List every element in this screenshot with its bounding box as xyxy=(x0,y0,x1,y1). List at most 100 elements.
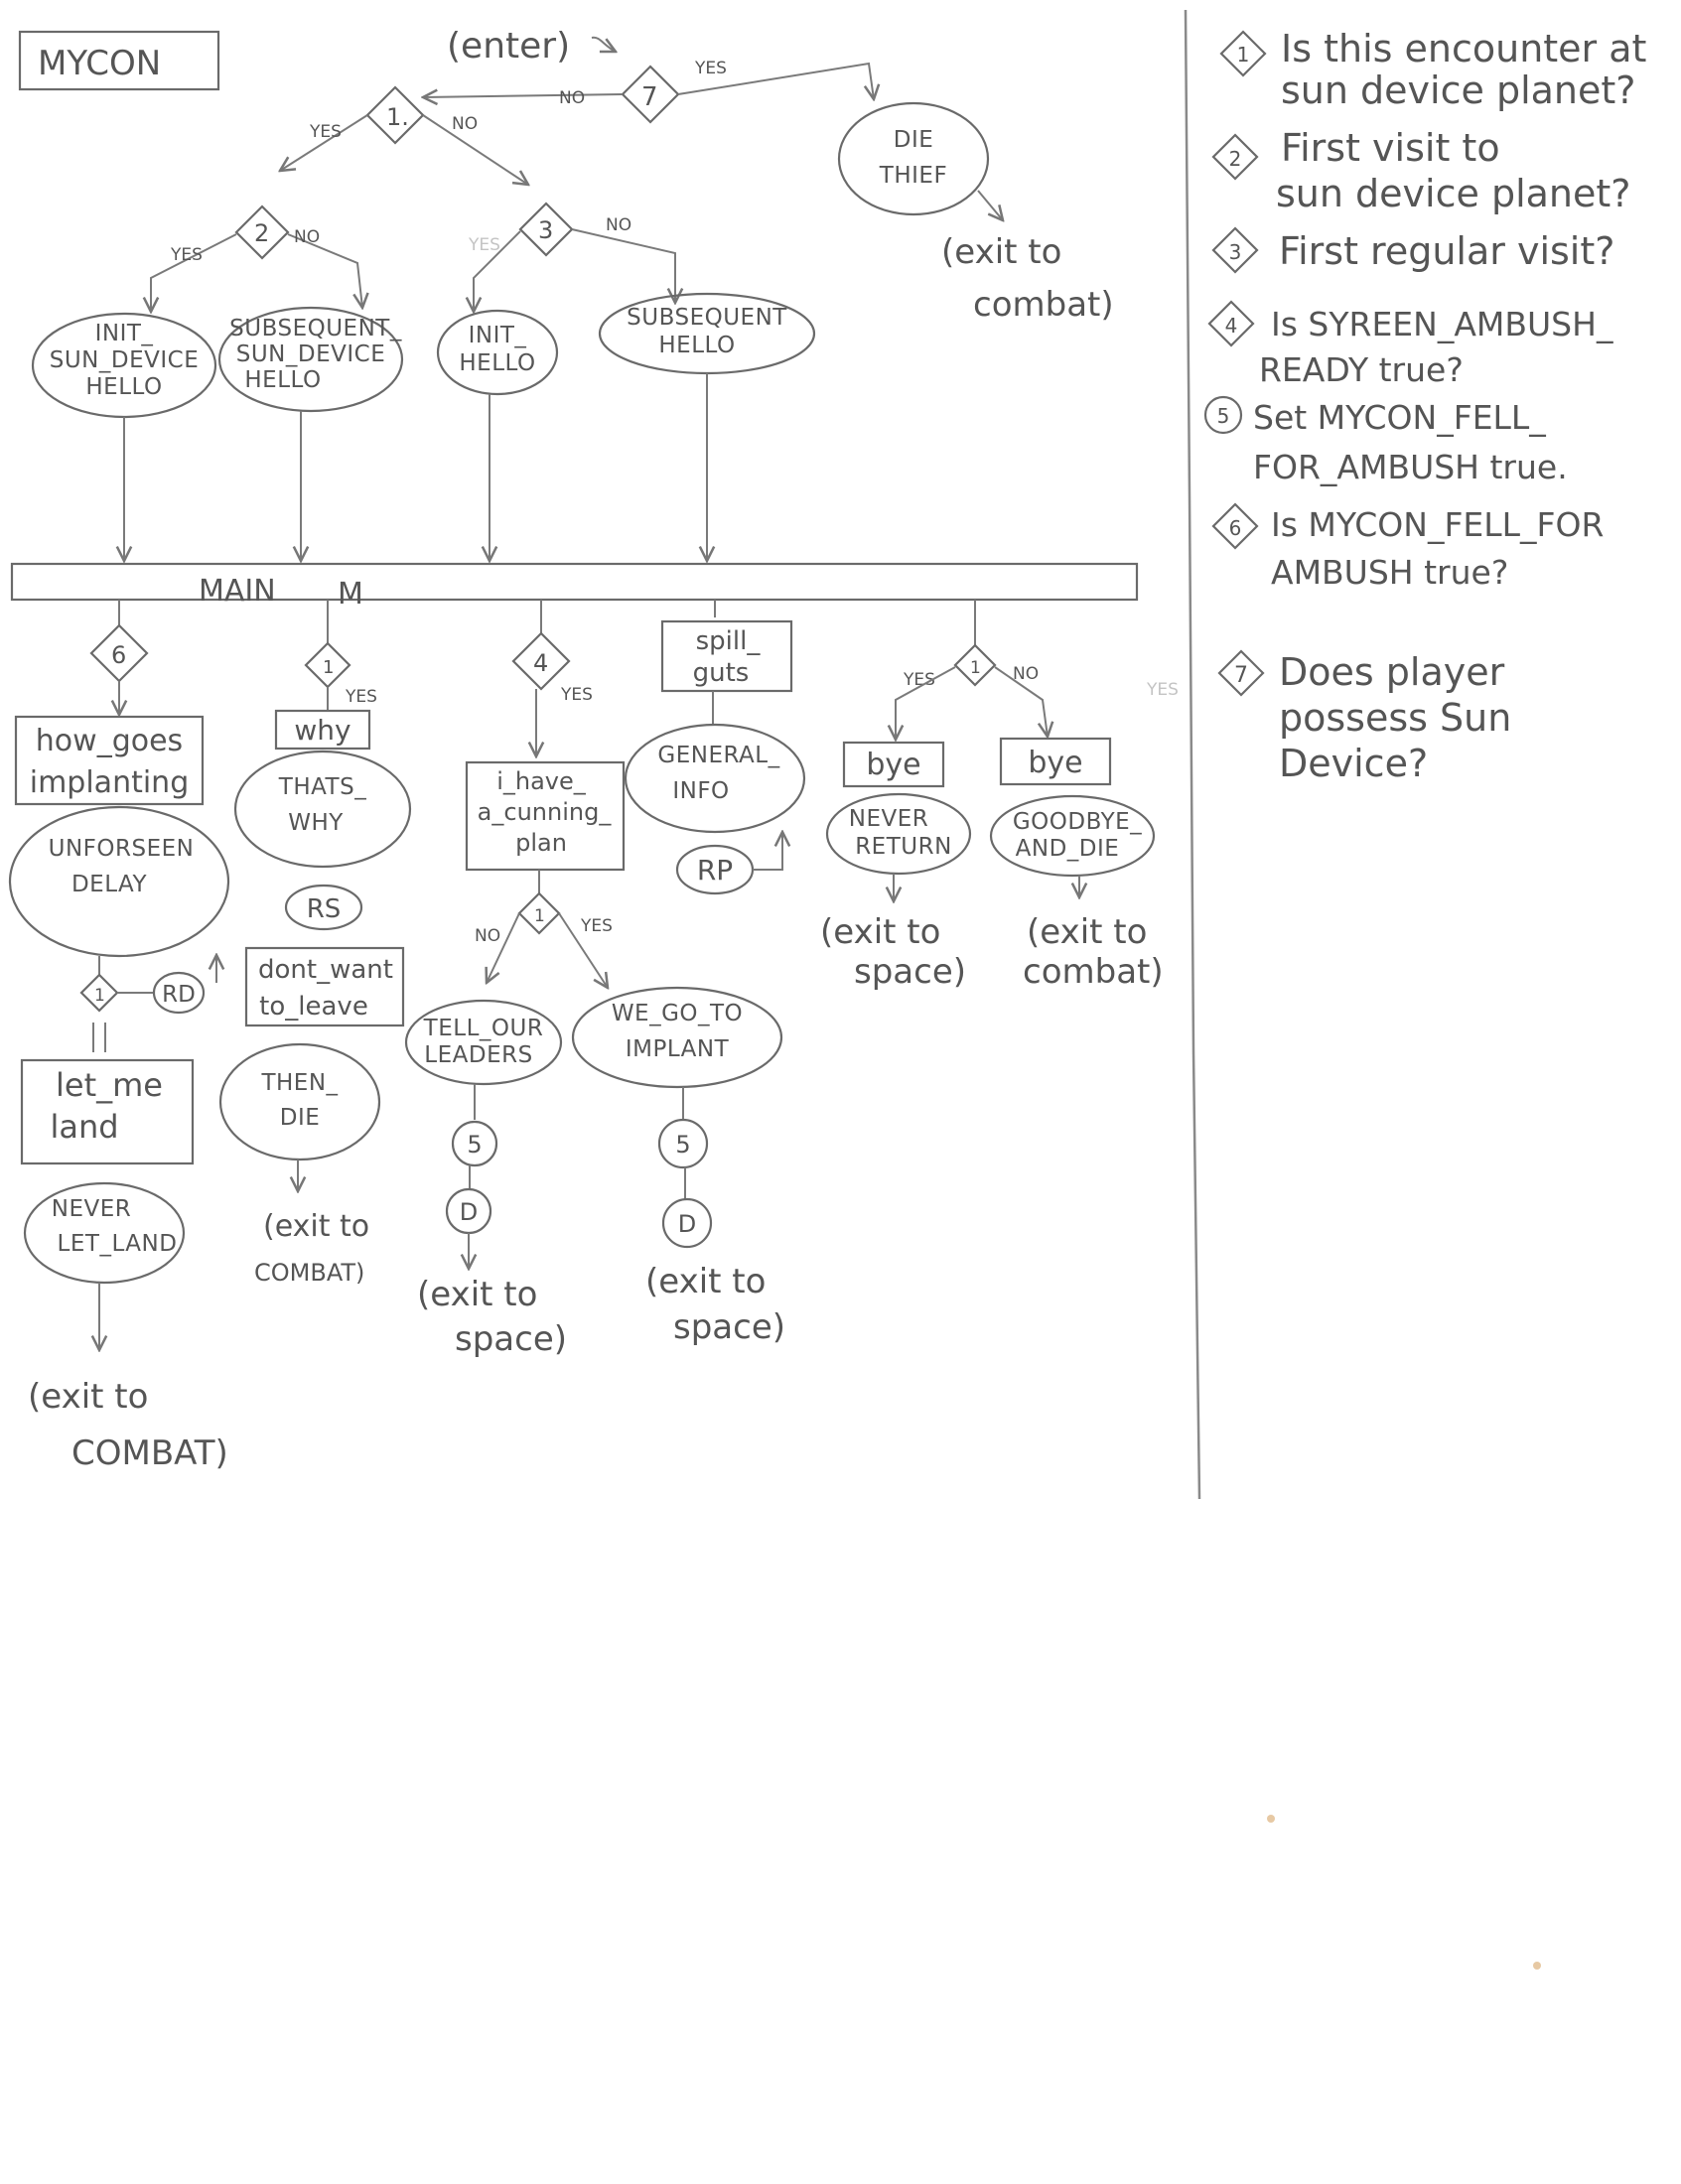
svg-text:TELL_OUR: TELL_OUR xyxy=(423,1016,544,1041)
svg-text:1: 1 xyxy=(94,986,105,1006)
svg-text:implanting: implanting xyxy=(30,765,190,800)
yes-label: YES xyxy=(694,59,727,78)
svg-text:why: why xyxy=(294,714,350,747)
svg-text:First regular visit?: First regular visit? xyxy=(1279,229,1614,273)
svg-text:Does player: Does player xyxy=(1279,650,1505,694)
svg-text:YES: YES xyxy=(903,670,935,690)
c3-decision-1 xyxy=(517,891,561,935)
svg-text:COMBAT): COMBAT) xyxy=(254,1259,364,1287)
c4-spill-guts-box xyxy=(660,619,793,693)
svg-text:6: 6 xyxy=(1229,516,1242,540)
svg-text:to_leave: to_leave xyxy=(259,992,368,1022)
svg-text:THATS_: THATS_ xyxy=(278,774,366,800)
decision-7 xyxy=(621,65,680,124)
die-thief-node xyxy=(837,101,990,216)
c4-general-info xyxy=(624,723,806,834)
svg-text:let_me: let_me xyxy=(56,1066,163,1104)
svg-text:D: D xyxy=(678,1210,696,1238)
svg-text:5: 5 xyxy=(1217,404,1230,428)
c1-unforseen-delay xyxy=(8,805,230,958)
svg-text:space): space) xyxy=(673,1307,785,1347)
c5-never-return xyxy=(825,792,972,876)
svg-text:plan: plan xyxy=(515,829,567,857)
svg-text:THIEF: THIEF xyxy=(879,163,947,189)
svg-text:7: 7 xyxy=(1234,663,1248,688)
svg-text:NEVER: NEVER xyxy=(52,1196,131,1222)
svg-text:INIT_: INIT_ xyxy=(95,321,154,346)
c3-tell-our-leaders xyxy=(404,999,563,1086)
legend-divider xyxy=(1184,9,1201,1500)
svg-text:NEVER: NEVER xyxy=(849,806,928,832)
svg-text:DIE: DIE xyxy=(280,1105,321,1131)
c1-let-me-land xyxy=(20,1058,195,1165)
svg-text:HELLO: HELLO xyxy=(459,350,535,376)
legend-item-6: 6 Is MYCON_FELL_FOR AMBUSH true? xyxy=(1211,502,1604,592)
c2-thats-why xyxy=(233,750,412,869)
svg-text:UNFORSEEN: UNFORSEEN xyxy=(49,836,195,862)
svg-text:LEADERS: LEADERS xyxy=(424,1042,532,1068)
svg-text:COMBAT): COMBAT) xyxy=(71,1433,228,1473)
c5-bye-right xyxy=(999,737,1112,786)
svg-text:Is SYREEN_AMBUSH_: Is SYREEN_AMBUSH_ xyxy=(1271,305,1613,343)
c2-dont-want-to-leave xyxy=(244,946,405,1027)
svg-text:1: 1 xyxy=(323,657,334,678)
svg-text:DIE: DIE xyxy=(894,127,934,153)
svg-text:1: 1 xyxy=(970,658,981,678)
svg-text:bye: bye xyxy=(866,748,920,782)
svg-text:NO: NO xyxy=(294,227,320,247)
svg-text:sun device planet?: sun device planet? xyxy=(1281,68,1635,112)
c5-goodbye-and-die xyxy=(989,794,1156,878)
legend-item-7: 7 Does player possess Sun Device? xyxy=(1217,649,1511,785)
svg-text:RP: RP xyxy=(697,854,733,887)
svg-text:NO: NO xyxy=(1013,664,1039,684)
svg-text:Set MYCON_FELL_: Set MYCON_FELL_ xyxy=(1253,398,1546,437)
svg-text:RETURN: RETURN xyxy=(855,834,952,860)
svg-text:HELLO: HELLO xyxy=(658,333,735,358)
main-menu-bar xyxy=(10,562,1139,602)
svg-text:NO: NO xyxy=(452,114,478,134)
svg-text:4: 4 xyxy=(1225,314,1238,338)
svg-text:combat): combat) xyxy=(973,285,1114,325)
c2-rs-node xyxy=(284,884,363,931)
svg-text:D: D xyxy=(460,1198,478,1226)
c3-decision-4 xyxy=(511,631,571,691)
c1-never-let-land xyxy=(23,1181,186,1285)
c3-set-flag-5-left xyxy=(451,1120,498,1167)
decision-1 xyxy=(365,85,425,145)
legend-item-2: 2 First visit to sun device planet? xyxy=(1211,126,1630,215)
svg-text:SUN_DEVICE: SUN_DEVICE xyxy=(50,347,200,373)
svg-text:a_cunning_: a_cunning_ xyxy=(478,798,613,826)
svg-text:1: 1 xyxy=(534,906,545,926)
svg-text:YES: YES xyxy=(170,245,203,265)
svg-text:SUBSEQUENT: SUBSEQUENT xyxy=(627,305,787,331)
svg-text:AMBUSH true?: AMBUSH true? xyxy=(1271,553,1508,592)
svg-text:7: 7 xyxy=(641,82,658,112)
c1-decision-1 xyxy=(79,973,119,1013)
svg-text:WHY: WHY xyxy=(288,810,344,836)
svg-text:First visit to: First visit to xyxy=(1281,126,1500,170)
svg-text:sun device planet?: sun device planet? xyxy=(1276,172,1630,215)
svg-text:Is MYCON_FELL_FOR: Is MYCON_FELL_FOR xyxy=(1271,505,1604,544)
svg-text:bye: bye xyxy=(1028,746,1082,780)
svg-text:READY true?: READY true? xyxy=(1259,350,1464,389)
svg-text:5: 5 xyxy=(467,1131,482,1159)
svg-text:YES: YES xyxy=(580,916,613,936)
svg-text:how_goes: how_goes xyxy=(36,724,183,758)
svg-text:1.: 1. xyxy=(386,103,409,131)
svg-text:RS: RS xyxy=(307,894,342,924)
svg-text:GOODBYE_: GOODBYE_ xyxy=(1013,809,1142,835)
subsequent-sun-device-hello-node xyxy=(217,306,404,413)
exit-to-combat-top: (exit to xyxy=(941,232,1061,272)
decision-2 xyxy=(234,205,290,260)
svg-text:4: 4 xyxy=(533,649,548,677)
svg-text:GENERAL_: GENERAL_ xyxy=(657,743,779,768)
svg-text:2: 2 xyxy=(1229,147,1242,171)
svg-text:HELLO: HELLO xyxy=(85,374,162,400)
c2-why-box xyxy=(274,709,371,751)
svg-text:combat): combat) xyxy=(1023,952,1164,992)
svg-text:land: land xyxy=(50,1108,118,1146)
svg-text:YES: YES xyxy=(345,687,377,707)
svg-text:space): space) xyxy=(455,1319,567,1359)
svg-text:NO: NO xyxy=(606,215,631,235)
svg-text:AND_DIE: AND_DIE xyxy=(1016,836,1120,862)
